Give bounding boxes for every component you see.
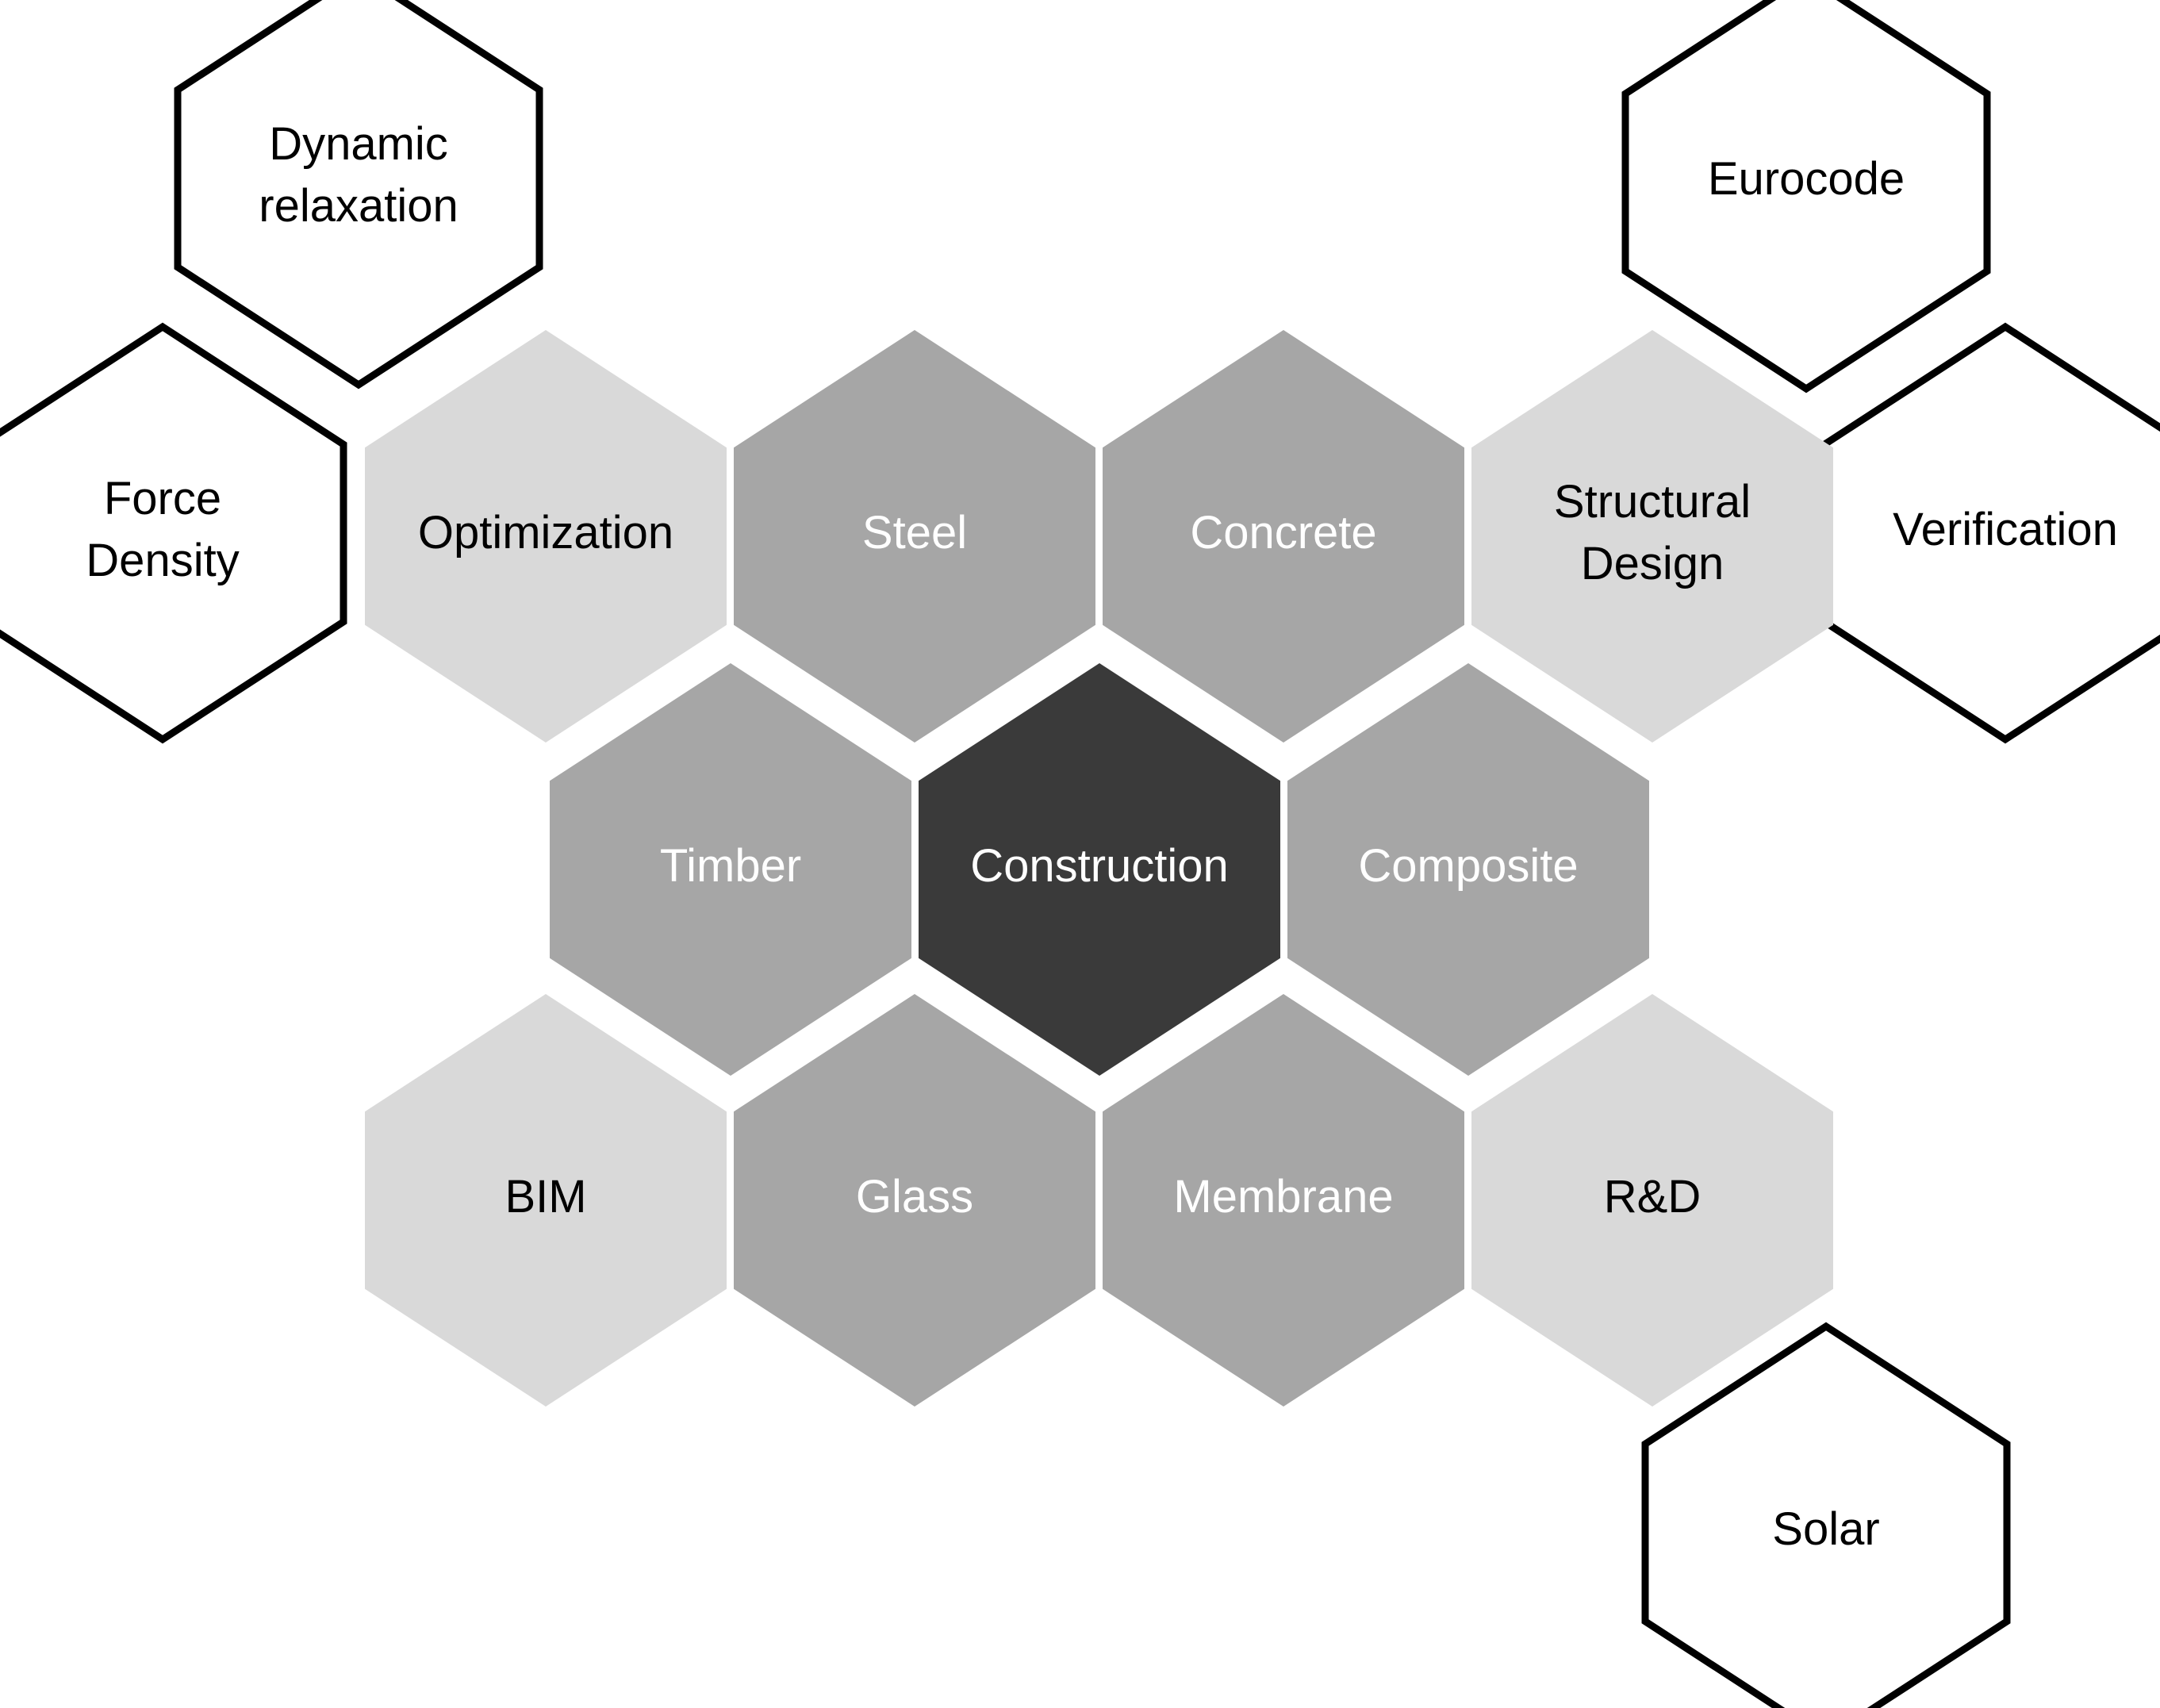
hexagon-label-line: Design bbox=[1581, 538, 1725, 589]
hexagon-concrete[interactable]: Concrete bbox=[1103, 330, 1464, 743]
hexagon-label-line: Composite bbox=[1358, 840, 1578, 892]
hexagon-solar[interactable]: Solar bbox=[1641, 1322, 2011, 1708]
hexagon-label-line: Steel bbox=[862, 507, 967, 558]
hexagon-shape-structural-design[interactable] bbox=[1471, 330, 1833, 743]
hexagon-label-steel: Steel bbox=[862, 507, 967, 558]
hexagon-shape-composite[interactable] bbox=[1287, 663, 1649, 1076]
hexagon-shape-optimization[interactable] bbox=[365, 330, 727, 743]
hexagon-shape-bim[interactable] bbox=[365, 994, 727, 1407]
hexagon-label-concrete: Concrete bbox=[1190, 507, 1376, 558]
hexagon-label-line: Force bbox=[104, 473, 221, 524]
hexagon-construction[interactable]: Construction bbox=[919, 663, 1280, 1076]
hexagon-label-optimization: Optimization bbox=[418, 507, 673, 558]
hexagon-optimization[interactable]: Optimization bbox=[365, 330, 727, 743]
hexagon-label-line: Glass bbox=[856, 1171, 973, 1222]
hexagon-shape-glass[interactable] bbox=[734, 994, 1095, 1407]
hexagon-label-line: Eurocode bbox=[1708, 153, 1905, 205]
hexagon-membrane[interactable]: Membrane bbox=[1103, 994, 1464, 1407]
hexagon-label-line: Structural bbox=[1554, 476, 1751, 528]
hexagon-bim[interactable]: BIM bbox=[365, 994, 727, 1407]
hexagon-label-line: BIM bbox=[505, 1171, 586, 1222]
hexagon-label-line: Concrete bbox=[1190, 507, 1376, 558]
hexagon-label-line: relaxation bbox=[259, 180, 458, 232]
hexagon-glass[interactable]: Glass bbox=[734, 994, 1095, 1407]
hexagon-composite[interactable]: Composite bbox=[1287, 663, 1649, 1076]
hexagon-label-eurocode: Eurocode bbox=[1708, 153, 1905, 205]
hexagon-steel[interactable]: Steel bbox=[734, 330, 1095, 743]
hexagon-label-bim: BIM bbox=[505, 1171, 586, 1222]
hexagon-label-solar: Solar bbox=[1772, 1503, 1879, 1555]
hexagon-timber[interactable]: Timber bbox=[550, 663, 911, 1076]
hexagon-label-glass: Glass bbox=[856, 1171, 973, 1222]
hexagon-verification[interactable]: Verification bbox=[1820, 322, 2160, 744]
hexagon-label-dynamic-relaxation: Dynamic relaxation bbox=[259, 118, 458, 232]
hexagon-label-rnd: R&D bbox=[1604, 1171, 1701, 1222]
hexagon-shape-eurocode[interactable] bbox=[1621, 0, 1991, 393]
hexagon-shape-steel[interactable] bbox=[734, 330, 1095, 743]
hexagon-label-composite: Composite bbox=[1358, 840, 1578, 892]
hexagon-eurocode[interactable]: Eurocode bbox=[1621, 0, 1991, 393]
hexagon-label-line: Construction bbox=[970, 840, 1229, 892]
hexagon-label-line: Optimization bbox=[418, 507, 673, 558]
hexagon-label-line: Membrane bbox=[1173, 1171, 1393, 1222]
hexagon-label-verification: Verification bbox=[1893, 504, 2118, 555]
hexagon-label-line: Density bbox=[86, 535, 239, 586]
hexagon-shape-dynamic-relaxation[interactable] bbox=[174, 0, 543, 390]
hexagon-label-line: Verification bbox=[1893, 504, 2118, 555]
hexagon-label-line: Dynamic bbox=[269, 118, 448, 170]
hexagon-shape-construction[interactable] bbox=[919, 663, 1280, 1076]
hexagon-label-line: Timber bbox=[660, 840, 801, 892]
hexagon-shape-membrane[interactable] bbox=[1103, 994, 1464, 1407]
hexagon-shape-force-density[interactable] bbox=[0, 322, 347, 744]
hexagon-shape-timber[interactable] bbox=[550, 663, 911, 1076]
hexagon-rnd[interactable]: R&D bbox=[1471, 994, 1833, 1407]
hexagon-label-membrane: Membrane bbox=[1173, 1171, 1393, 1222]
hexagon-dynamic-relaxation[interactable]: Dynamic relaxation bbox=[174, 0, 543, 390]
hexagon-label-timber: Timber bbox=[660, 840, 801, 892]
hexagon-label-construction: Construction bbox=[970, 840, 1229, 892]
hexagon-shape-solar[interactable] bbox=[1641, 1322, 2011, 1708]
hexagon-shape-concrete[interactable] bbox=[1103, 330, 1464, 743]
hexagon-label-line: Solar bbox=[1772, 1503, 1879, 1555]
hexagon-label-line: R&D bbox=[1604, 1171, 1701, 1222]
hexagon-shape-rnd[interactable] bbox=[1471, 994, 1833, 1407]
